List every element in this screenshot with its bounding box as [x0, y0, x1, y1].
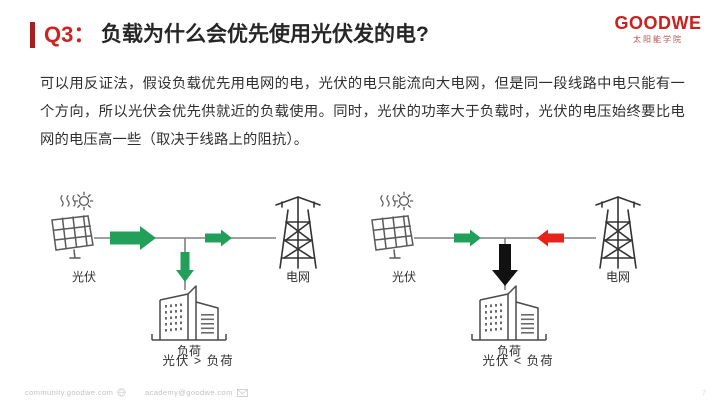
building-load-icon	[471, 285, 547, 341]
sun-icon	[74, 191, 94, 211]
diagram-pv-less-than-load: 光伏 电网 负荷 光伏 < 负荷	[368, 190, 668, 380]
diagram-left-svg	[51, 191, 321, 341]
caption-pv-less-than-load: 光伏 < 负荷	[482, 354, 554, 368]
flow-arrow-junction-to-load	[176, 252, 194, 282]
slide-footer: community.goodwe.com academy@goodwe.com …	[0, 379, 720, 405]
label-load-right: 负荷	[496, 344, 521, 358]
flow-arrow-pv-to-junction	[454, 229, 481, 247]
flow-arrow-grid-to-junction	[537, 229, 564, 247]
label-grid-right: 电网	[605, 270, 630, 284]
title-accent-bar	[30, 22, 35, 48]
footer-website[interactable]: community.goodwe.com	[25, 388, 126, 397]
power-tower-icon	[275, 196, 321, 269]
label-pv-left: 光伏	[71, 270, 96, 284]
page-number: 7	[701, 388, 706, 397]
footer-email-text: academy@goodwe.com	[145, 388, 233, 397]
sun-icon	[394, 191, 414, 211]
footer-email[interactable]: academy@goodwe.com	[145, 388, 248, 397]
building-windows-icon	[165, 303, 214, 334]
flow-arrow-junction-to-load	[492, 244, 518, 286]
logo-wordmark: GOODWE	[614, 13, 702, 33]
solar-panel-icon	[371, 215, 414, 259]
footer-website-text: community.goodwe.com	[25, 388, 114, 397]
power-tower-icon	[595, 196, 641, 269]
goodwe-logo: GOODWE 太阳能学院	[612, 14, 704, 45]
label-grid-left: 电网	[285, 270, 310, 284]
flow-arrow-pv-to-junction	[110, 226, 156, 250]
solar-panel-icon	[51, 215, 94, 259]
slide-header: Q3： 负载为什么会优先使用光伏发的电? GOODWE 太阳能学院	[0, 0, 720, 58]
envelope-icon	[236, 388, 248, 397]
diagram-right-svg	[371, 191, 641, 341]
building-load-icon	[151, 285, 227, 341]
sun-rays-icon	[60, 195, 76, 207]
caption-pv-greater-than-load: 光伏 > 负荷	[162, 354, 234, 368]
page-title: 负载为什么会优先使用光伏发的电?	[101, 23, 429, 46]
label-load-left: 负荷	[176, 344, 201, 358]
sun-rays-icon	[380, 195, 396, 207]
question-id: Q3：	[44, 22, 96, 47]
label-pv-right: 光伏	[391, 270, 416, 284]
building-windows-icon	[485, 303, 534, 334]
diagram-pv-greater-than-load: 光伏 电网 负荷 光伏 > 负荷	[48, 190, 348, 380]
logo-subtitle: 太阳能学院	[633, 35, 683, 44]
globe-icon	[117, 388, 126, 397]
body-paragraph: 可以用反证法，假设负载优先用电网的电，光伏的电只能流向大电网，但是同一段线路中电…	[40, 76, 685, 148]
flow-arrow-junction-to-grid	[205, 229, 232, 247]
